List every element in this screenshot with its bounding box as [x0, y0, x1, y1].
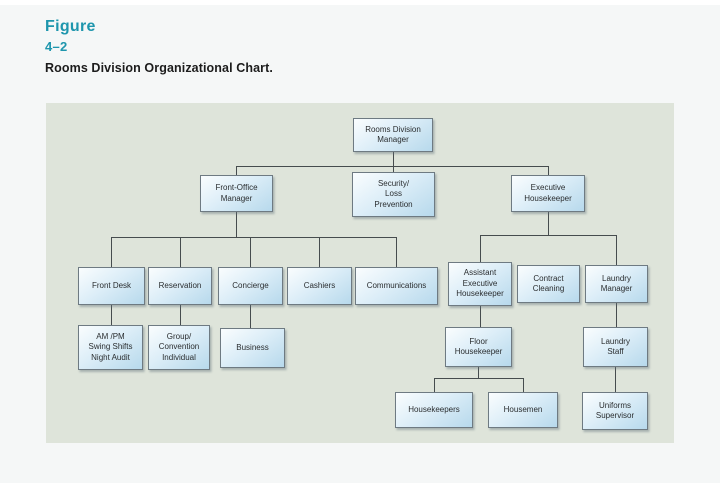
org-node-group-convention-individual: Group/ Convention Individual	[148, 325, 210, 370]
org-node-laundry-staff: Laundry Staff	[583, 327, 648, 367]
org-node-business: Business	[220, 328, 285, 368]
connector-line	[393, 166, 394, 172]
connector-line	[616, 303, 617, 327]
org-node-front-office-manager: Front-Office Manager	[200, 175, 273, 212]
figure-caption: Rooms Division Organizational Chart.	[45, 61, 273, 75]
connector-line	[434, 378, 524, 379]
org-node-am-pm-swing-shifts-night-audit: AM /PM Swing Shifts Night Audit	[78, 325, 143, 370]
connector-line	[250, 237, 251, 267]
connector-line	[480, 235, 481, 262]
org-node-contract-cleaning: Contract Cleaning	[517, 265, 580, 303]
org-node-front-desk: Front Desk	[78, 267, 145, 305]
org-node-communications: Communications	[355, 267, 438, 305]
connector-line	[111, 305, 112, 325]
org-node-housemen: Housemen	[488, 392, 558, 428]
connector-line	[478, 367, 479, 378]
org-node-floor-housekeeper: Floor Housekeeper	[445, 327, 512, 367]
connector-line	[180, 305, 181, 325]
connector-line	[250, 305, 251, 328]
figure-header: Figure 4–2 Rooms Division Organizational…	[45, 18, 273, 75]
connector-line	[480, 306, 481, 327]
connector-line	[480, 235, 617, 236]
org-node-cashiers: Cashiers	[287, 267, 352, 305]
connector-line	[236, 166, 237, 175]
org-node-security-loss-prevention: Security/ Loss Prevention	[352, 172, 435, 217]
connector-line	[393, 152, 394, 166]
org-node-concierge: Concierge	[218, 267, 283, 305]
org-node-uniforms-supervisor: Uniforms Supervisor	[582, 392, 648, 430]
org-node-assistant-executive-housekeeper: Assistant Executive Housekeeper	[448, 262, 512, 306]
connector-line	[548, 166, 549, 175]
connector-line	[616, 235, 617, 265]
connector-line	[523, 378, 524, 392]
connector-line	[111, 237, 397, 238]
connector-line	[548, 212, 549, 235]
org-node-laundry-manager: Laundry Manager	[585, 265, 648, 303]
org-chart-panel: Rooms Division Manager Front-Office Mana…	[46, 103, 674, 443]
connector-line	[111, 237, 112, 267]
connector-line	[396, 237, 397, 267]
org-node-reservation: Reservation	[148, 267, 212, 305]
org-node-rooms-division-manager: Rooms Division Manager	[353, 118, 433, 152]
org-node-executive-housekeeper: Executive Housekeeper	[511, 175, 585, 212]
connector-line	[615, 367, 616, 392]
connector-line	[319, 237, 320, 267]
figure-number: 4–2	[45, 39, 68, 54]
connector-line	[236, 166, 549, 167]
figure-label: Figure	[45, 18, 96, 35]
connector-line	[180, 237, 181, 267]
connector-line	[434, 378, 435, 392]
connector-line	[236, 212, 237, 237]
org-node-housekeepers: Housekeepers	[395, 392, 473, 428]
